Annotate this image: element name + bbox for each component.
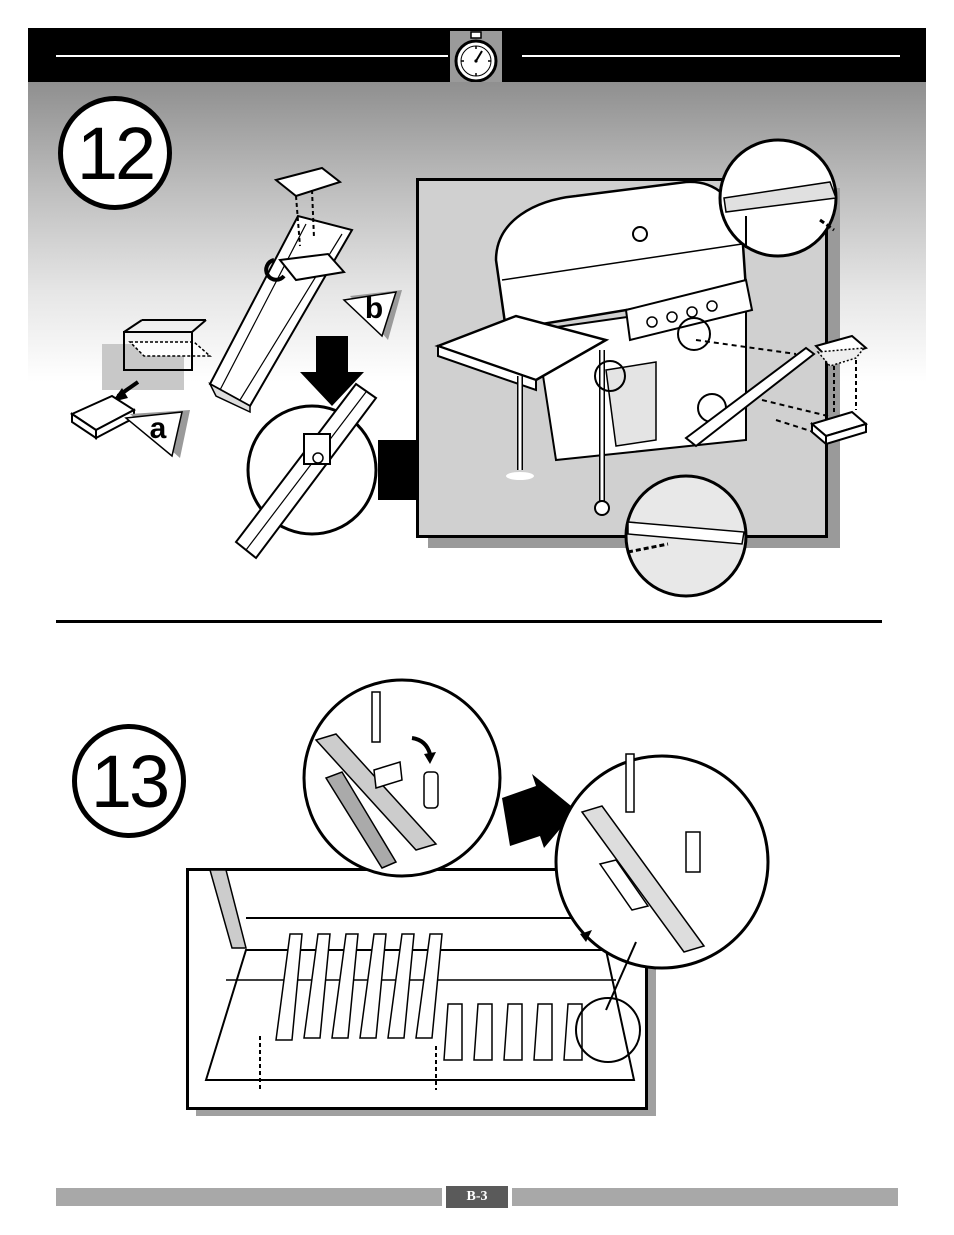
callout-a-label: a: [150, 412, 167, 445]
callout-b-label: b: [365, 292, 383, 325]
footer-bar-right: [512, 1188, 898, 1206]
grill-illustration: [416, 140, 876, 610]
step-13-number: 13: [72, 724, 186, 838]
page-number-label: B-3: [446, 1186, 508, 1208]
header-rule-right: [522, 55, 900, 57]
header-rule-left: [56, 55, 460, 57]
step-divider: [56, 620, 882, 623]
footer-bar-left: [56, 1188, 442, 1206]
stopwatch-icon: [448, 28, 504, 86]
flavorizer-bars-illustration: [186, 680, 776, 1110]
drip-tray-assembly-illustration: a b: [60, 160, 420, 580]
